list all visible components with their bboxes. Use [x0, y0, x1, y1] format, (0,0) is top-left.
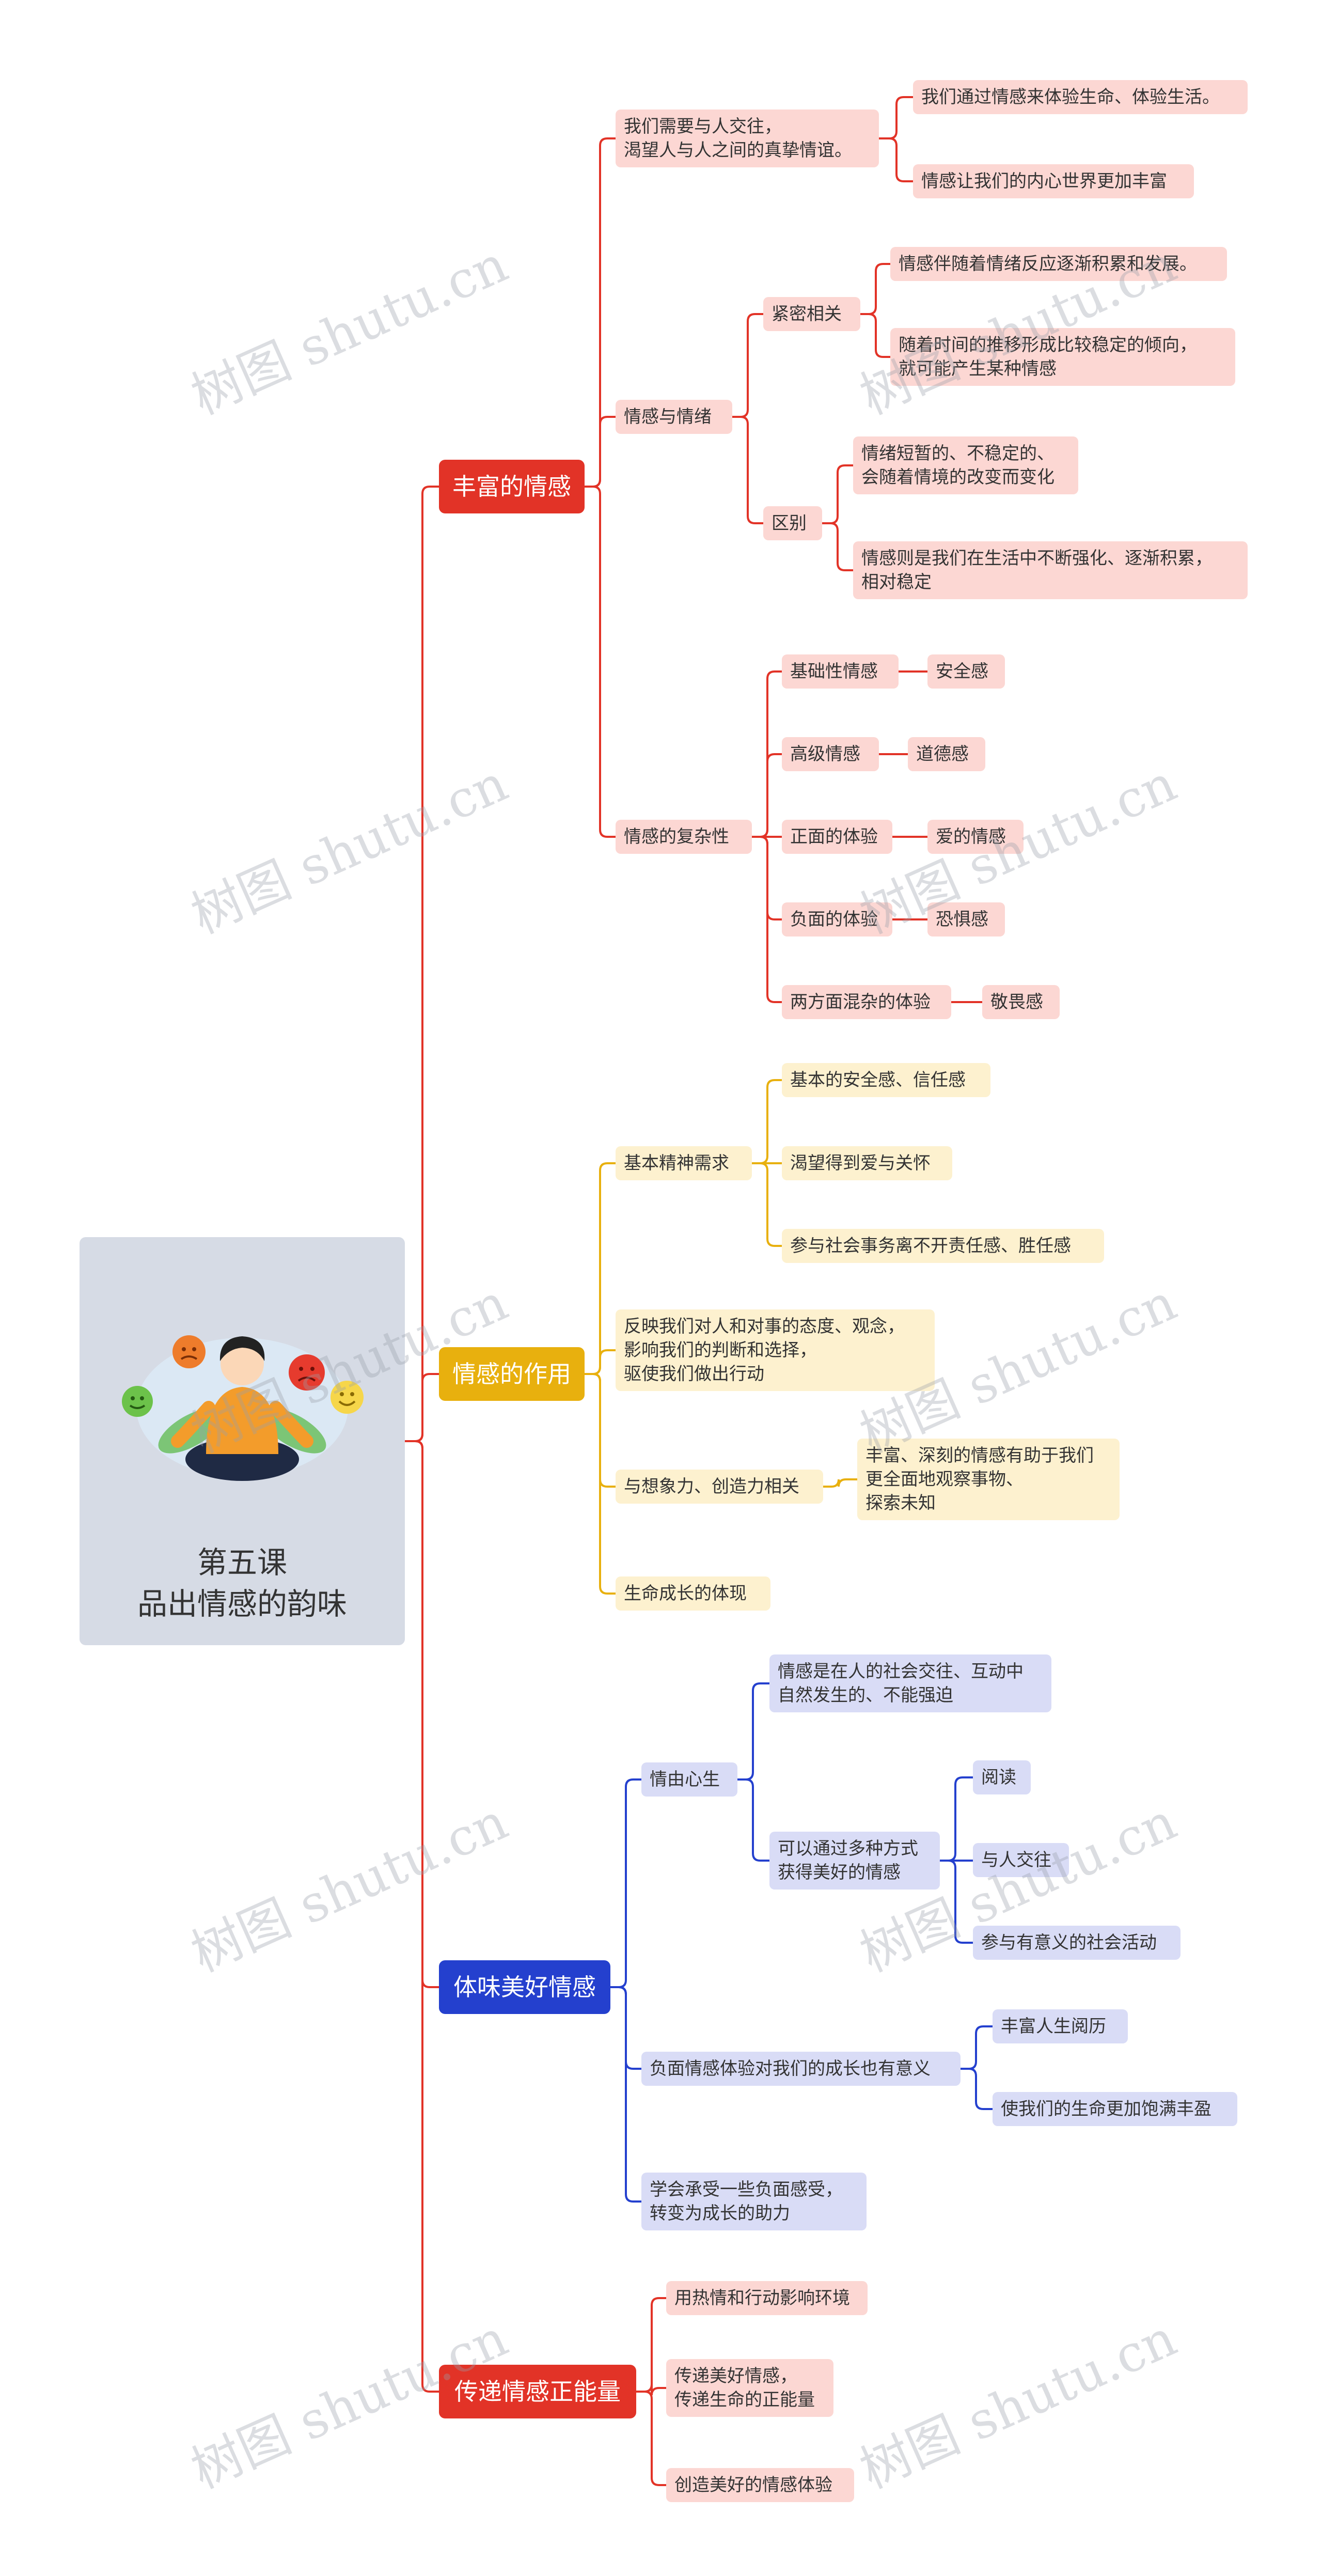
topic-difference[interactable]: 区别 [763, 506, 822, 540]
topic-enrich-inner-world[interactable]: 情感让我们的内心世界更加丰富 [913, 164, 1194, 198]
arms [171, 1401, 313, 1448]
topic-sense-of-security[interactable]: 安全感 [927, 654, 1005, 689]
topic-emotion-from-heart[interactable]: 情由心生 [641, 1762, 737, 1797]
topic-positive-experience[interactable]: 正面的体验 [782, 820, 892, 854]
connector [732, 416, 763, 524]
topic-emotion-complexity[interactable]: 情感的复杂性 [616, 820, 752, 854]
connector [636, 2391, 666, 2486]
connector [732, 313, 763, 418]
topic-cannot-force[interactable]: 情感是在人的社会交往、互动中 自然发生的、不能强迫 [769, 1654, 1051, 1712]
root-topic-card[interactable]: 第五课 品出情感的韵味 [80, 1237, 405, 1645]
topic-socializing[interactable]: 与人交往 [973, 1843, 1069, 1877]
hair [219, 1336, 265, 1361]
topic-responsibility[interactable]: 参与社会事务离不开责任感、胜任感 [782, 1229, 1104, 1263]
connector [585, 416, 616, 488]
branch-spread-positive-energy[interactable]: 传递情感正能量 [439, 2365, 636, 2418]
topic-mixed-experience[interactable]: 两方面混杂的体验 [782, 985, 951, 1019]
connector [860, 313, 890, 358]
topic-negative-meaningful[interactable]: 负面情感体验对我们的成长也有意义 [641, 2052, 961, 2086]
branch-role-of-emotions[interactable]: 情感的作用 [439, 1347, 585, 1401]
connector [752, 1079, 782, 1164]
topic-experience-life[interactable]: 我们通过情感来体验生命、体验生活。 [913, 80, 1248, 114]
connector [940, 1860, 973, 1944]
connector [940, 1776, 973, 1862]
connector [752, 753, 782, 838]
connector [879, 137, 913, 182]
topic-moral-sense[interactable]: 道德感 [908, 737, 985, 771]
topic-bear-negative[interactable]: 学会承受一些负面感受， 转变为成长的助力 [641, 2173, 867, 2230]
branch-rich-emotions[interactable]: 丰富的情感 [439, 460, 585, 513]
connector [860, 263, 890, 315]
topic-closely-related[interactable]: 紧密相关 [763, 297, 860, 331]
topic-love-and-care[interactable]: 渴望得到爱与关怀 [782, 1146, 952, 1180]
topic-higher-emotion[interactable]: 高级情感 [782, 737, 879, 771]
connector [585, 1373, 616, 1595]
topic-accumulate-develop[interactable]: 情感伴随着情绪反应逐渐积累和发展。 [890, 247, 1227, 281]
meditating-person-illustration [122, 1335, 364, 1481]
connector [585, 486, 616, 838]
head [221, 1342, 264, 1385]
sick-face-icon [122, 1386, 153, 1417]
branch-savor-good-emotions[interactable]: 体味美好情感 [439, 1960, 610, 2014]
topic-negative-experience[interactable]: 负面的体验 [782, 902, 892, 936]
root-connector [405, 1373, 439, 1442]
topic-enrich-experience[interactable]: 丰富人生阅历 [993, 2009, 1128, 2043]
topic-sense-of-fear[interactable]: 恐惧感 [927, 902, 1005, 936]
topic-basic-spiritual-needs[interactable]: 基本精神需求 [616, 1146, 752, 1180]
topic-pass-on-beauty[interactable]: 传递美好情感， 传递生命的正能量 [666, 2359, 833, 2417]
topic-reflect-attitudes[interactable]: 反映我们对人和对事的态度、观念， 影响我们的判断和选择， 驱使我们做出行动 [616, 1309, 935, 1391]
connector [961, 2068, 993, 2110]
topic-feeling-of-love[interactable]: 爱的情感 [927, 820, 1024, 854]
topic-reading[interactable]: 阅读 [973, 1760, 1031, 1794]
topic-imagination-creativity[interactable]: 与想象力、创造力相关 [616, 1470, 823, 1504]
connector [610, 1986, 641, 2203]
connector [752, 1162, 782, 1247]
topic-social-activities[interactable]: 参与有意义的社会活动 [973, 1926, 1181, 1960]
topic-fuller-life[interactable]: 使我们的生命更加饱满丰盈 [993, 2092, 1237, 2126]
smiling-face-icon [330, 1381, 364, 1414]
connector [752, 836, 782, 1003]
topic-security-trust[interactable]: 基本的安全感、信任感 [782, 1063, 990, 1097]
topic-create-experience[interactable]: 创造美好的情感体验 [666, 2468, 854, 2502]
topic-many-ways[interactable]: 可以通过多种方式 获得美好的情感 [769, 1832, 940, 1890]
topic-emotion-vs-mood[interactable]: 情感与情绪 [616, 400, 732, 434]
connector [737, 1778, 769, 1862]
connector [822, 522, 853, 571]
connector [636, 2297, 666, 2393]
topic-mood-temporary[interactable]: 情绪短暂的、不稳定的、 会随着情境的改变而变化 [853, 436, 1078, 494]
root-connector [405, 1440, 439, 2393]
connector [585, 1349, 616, 1375]
connector [823, 1478, 857, 1488]
topic-basic-emotion[interactable]: 基础性情感 [782, 654, 899, 689]
topic-life-growth[interactable]: 生命成长的体现 [616, 1576, 770, 1611]
topic-explore-unknown[interactable]: 丰富、深刻的情感有助于我们 更全面地观察事物、 探索未知 [857, 1439, 1120, 1520]
root-connector [405, 486, 439, 1442]
topic-stable-tendency[interactable]: 随着时间的推移形成比较稳定的倾向， 就可能产生某种情感 [890, 328, 1235, 386]
angry-face-icon [172, 1335, 206, 1368]
connector [879, 96, 913, 139]
connector [822, 464, 853, 524]
topic-human-connection[interactable]: 我们需要与人交往， 渴望人与人之间的真挚情谊。 [616, 110, 879, 167]
topic-emotion-stable[interactable]: 情感则是我们在生活中不断强化、逐渐积累， 相对稳定 [853, 541, 1248, 599]
connector [585, 1162, 616, 1375]
topic-influence-environment[interactable]: 用热情和行动影响环境 [666, 2281, 868, 2315]
upset-face-icon [289, 1354, 325, 1391]
connector [610, 1778, 641, 1988]
topic-sense-of-awe[interactable]: 敬畏感 [982, 985, 1060, 1019]
connector [737, 1682, 769, 1781]
connector [961, 2025, 993, 2070]
torso [206, 1387, 278, 1454]
root-title: 第五课 品出情感的韵味 [137, 1545, 347, 1621]
